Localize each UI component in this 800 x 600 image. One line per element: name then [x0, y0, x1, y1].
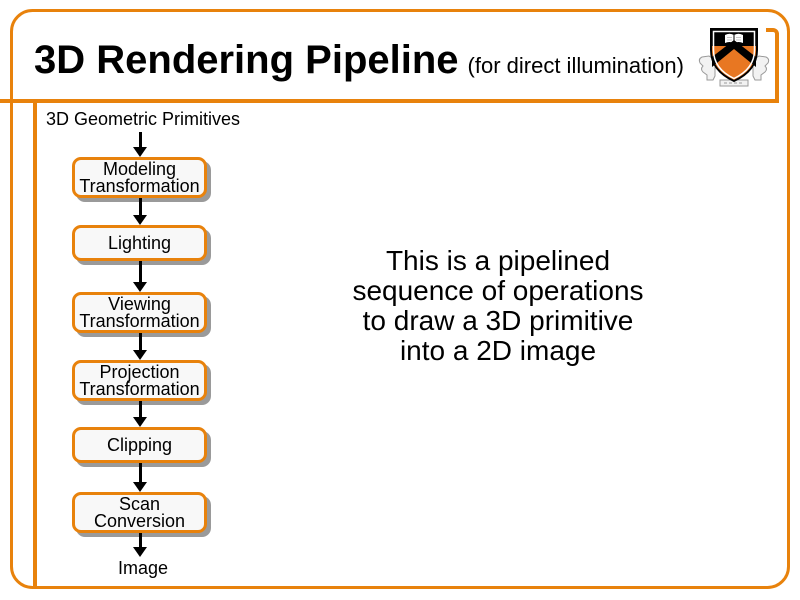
flow-arrow-icon [127, 333, 153, 360]
flow-box-projection-transformation: Projection Transformation [72, 360, 207, 401]
flow-arrow-icon [127, 198, 153, 225]
slide-note: This is a pipelined sequence of operatio… [328, 246, 668, 366]
note-line: sequence of operations [352, 275, 644, 306]
flow-input-label: 3D Geometric Primitives [45, 109, 241, 129]
flow-arrow-icon [127, 132, 153, 157]
flow-arrow-icon [127, 401, 153, 427]
flow-arrow-icon [127, 463, 153, 492]
note-line: into a 2D image [399, 335, 597, 366]
slide-header: 3D Rendering Pipeline (for direct illumi… [34, 40, 684, 80]
flow-arrow-icon [127, 533, 153, 557]
flow-box-lighting: Lighting [72, 225, 207, 261]
page-title: 3D Rendering Pipeline [34, 38, 459, 82]
note-line: to draw a 3D primitive [362, 305, 634, 336]
flow-box-viewing-transformation: Viewing Transformation [72, 292, 207, 333]
page-title-suffix: (for direct illumination) [467, 53, 684, 78]
flow-box-scan-conversion: Scan Conversion [72, 492, 207, 533]
flow-arrow-icon [127, 261, 153, 292]
flow-box-modeling-transformation: Modeling Transformation [72, 157, 207, 198]
princeton-shield-logo-icon [698, 28, 770, 87]
flow-box-clipping: Clipping [72, 427, 207, 463]
flow-output-label: Image [117, 558, 169, 578]
note-line: This is a pipelined [385, 245, 611, 276]
